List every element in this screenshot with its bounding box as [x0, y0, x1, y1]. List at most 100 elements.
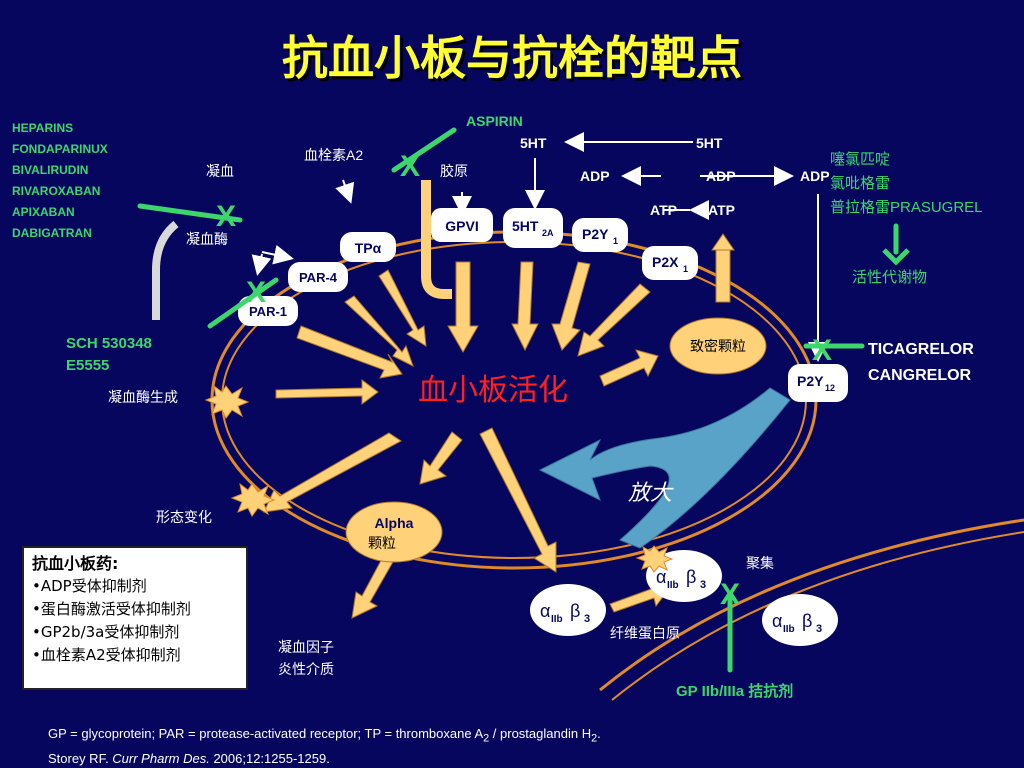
- thrombin-hook: [152, 220, 179, 320]
- starbursts: [204, 384, 674, 573]
- inflammatory-label: 炎性介质: [278, 661, 334, 677]
- gpvi-label: GPVI: [445, 218, 478, 234]
- 5ht2a-sub: 2A: [542, 228, 554, 238]
- coag-label: 凝血: [206, 163, 234, 179]
- citation-author: Storey RF.: [48, 750, 113, 766]
- receptor-tp: TPα: [340, 232, 396, 262]
- gp-sub: IIb: [551, 614, 563, 625]
- dense-granule-label: 致密颗粒: [690, 338, 746, 354]
- aggregation-label: 聚集: [746, 555, 774, 571]
- legend-item: •ADP受体抑制剂: [32, 577, 147, 595]
- receptor-5ht2a: 5HT 2A: [503, 208, 563, 248]
- alpha-granule: Alpha 颗粒: [345, 501, 443, 563]
- adp-label-3: ADP: [800, 168, 830, 184]
- x-aspirin: X: [400, 150, 420, 183]
- footnote-text: GP = glycoprotein; PAR = protease-activa…: [48, 726, 484, 741]
- legend-item: •GP2b/3a受体抑制剂: [32, 623, 180, 641]
- p2x1-label: P2X: [652, 254, 679, 270]
- thrombin-label: 凝血酶: [186, 231, 228, 247]
- atp-label-2: ATP: [708, 202, 735, 218]
- platelet-activation-label: 血小板活化: [418, 374, 568, 407]
- 5ht-label-1: 5HT: [520, 135, 547, 151]
- receptor-p2y1: P2Y 1: [572, 218, 628, 252]
- second-platelet-membrane-outer: [599, 518, 1024, 692]
- alpha-granule-label-1: Alpha: [375, 515, 414, 531]
- drug-bivalirudin: BIVALIRUDIN: [12, 163, 88, 177]
- ticlopidine-label: 噻氯匹啶: [830, 150, 890, 168]
- par1-label: PAR-1: [249, 304, 287, 319]
- citation-journal: Curr Pharm Des.: [112, 750, 210, 766]
- clopidogrel-label: 氯吡格雷: [830, 175, 890, 192]
- tp-label: TPα: [355, 240, 382, 256]
- x-ticagrelor: X: [812, 334, 832, 367]
- atp-label-1: ATP: [650, 202, 677, 218]
- fibrinogen-label: 纤维蛋白原: [610, 625, 680, 641]
- activation-arrows: [263, 233, 735, 619]
- agonist-arrows: [251, 132, 828, 362]
- drug-fondaparinux: FONDAPARINUX: [12, 142, 108, 156]
- gp-alpha: α: [656, 567, 666, 587]
- antiplatelet-legend: 抗血小板药: •ADP受体抑制剂 •蛋白酶激活受体抑制剂 •GP2b/3a受体抑…: [22, 546, 248, 690]
- x-gp-antagonist: X: [720, 578, 740, 611]
- thrombin-generation-label: 凝血酶生成: [108, 389, 178, 405]
- drug-rivaroxaban: RIVAROXABAN: [12, 184, 100, 198]
- txa2-label: 血栓素A2: [304, 147, 363, 163]
- gp-antagonist-label: GP IIb/IIIa 拮抗剂: [676, 682, 793, 700]
- gp2b3a-receptor-right: α IIb β 3: [762, 594, 838, 646]
- sch-label-1: SCH 530348: [66, 335, 152, 352]
- gp2b3a-receptor-top: α IIb β 3: [646, 550, 722, 602]
- gp-beta: β: [570, 601, 580, 621]
- drug-apixaban: APIXABAN: [12, 205, 75, 219]
- legend-item: •血栓素A2受体抑制剂: [32, 646, 181, 664]
- p2y1-label: P2Y: [582, 226, 609, 242]
- amplify-label: 放大: [628, 480, 674, 505]
- gp-sub: IIb: [667, 580, 679, 591]
- anticoagulant-list: HEPARINS FONDAPARINUX BIVALIRUDIN RIVARO…: [12, 121, 108, 240]
- citation-details: 2006;12:1255-1259.: [209, 750, 330, 766]
- cangrelor-label: CANGRELOR: [868, 367, 972, 384]
- coag-factor-label: 凝血因子: [278, 639, 334, 655]
- footnote-line-2: Storey RF. Curr Pharm Des. 2006;12:1255-…: [48, 749, 1008, 768]
- p2y12-sub: 12: [825, 383, 835, 393]
- legend-item: •蛋白酶激活受体抑制剂: [32, 600, 191, 618]
- p2y12-label: P2Y: [797, 373, 824, 389]
- aspirin-pathway-arrow: [421, 180, 452, 299]
- adp-label-2: ADP: [706, 168, 736, 184]
- footnote: GP = glycoprotein; PAR = protease-activa…: [48, 724, 1008, 768]
- drug-heparins: HEPARINS: [12, 121, 73, 135]
- gp-beta: β: [686, 567, 696, 587]
- gp-sub: IIb: [783, 624, 795, 635]
- receptor-par1: PAR-1: [238, 296, 298, 326]
- drug-dabigatran: DABIGATRAN: [12, 226, 92, 240]
- thieno-arrowhead: [882, 248, 910, 266]
- gp-beta: β: [802, 611, 812, 631]
- x-anticoagulant: X: [216, 200, 236, 233]
- receptor-p2y12: P2Y 12: [788, 364, 848, 402]
- 5ht-label-2: 5HT: [696, 135, 723, 151]
- p2x1-sub: 1: [683, 264, 688, 274]
- footnote-sub: 2: [483, 732, 490, 745]
- aspirin-label: ASPIRIN: [466, 113, 523, 129]
- page-title: 抗血小板与抗栓的靶点: [282, 31, 742, 85]
- gp-three: 3: [584, 613, 590, 625]
- footnote-sub: 2: [591, 732, 598, 745]
- receptor-p2x1: P2X 1: [642, 246, 698, 280]
- ticagrelor-label: TICAGRELOR: [868, 341, 974, 358]
- footnote-text: / prostaglandin H: [489, 726, 592, 741]
- gp2b3a-receptor-left: α IIb β 3: [530, 584, 606, 636]
- collagen-label: 胶原: [440, 163, 468, 179]
- gp-alpha: α: [772, 611, 782, 631]
- prasugrel-label: 普拉格雷PRASUGREL: [830, 199, 983, 216]
- receptor-par4: PAR-4: [288, 262, 348, 292]
- par4-label: PAR-4: [299, 270, 338, 285]
- sch-label-2: E5555: [66, 357, 109, 374]
- amplify-arrow: [538, 387, 791, 549]
- gp-three: 3: [816, 623, 822, 635]
- drug-blocker-lines: [137, 127, 899, 673]
- dense-granule: 致密颗粒: [669, 317, 767, 375]
- second-platelet-membrane-inner: [611, 531, 1024, 701]
- gp-alpha: α: [540, 601, 550, 621]
- footnote-line-1: GP = glycoprotein; PAR = protease-activa…: [48, 724, 1008, 749]
